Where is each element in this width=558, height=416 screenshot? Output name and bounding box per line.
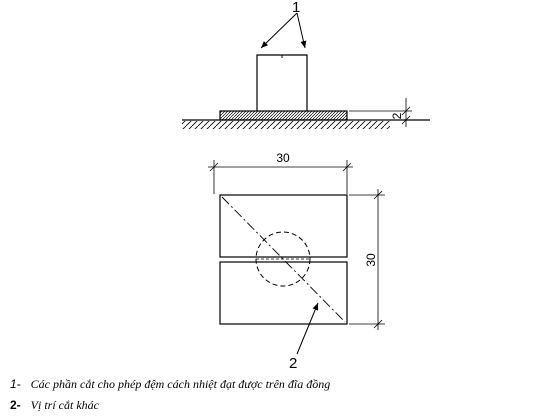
- side-view: 1 2: [182, 0, 430, 129]
- thickness-tick-bottom: [401, 115, 411, 125]
- callout-1-leader-right: [296, 12, 307, 49]
- width-dimension: 30: [276, 151, 290, 165]
- height-tick-top: [373, 190, 383, 200]
- legend-item-2-text: Vị trí cắt khác: [30, 398, 99, 412]
- legend-item-1: 1- Các phần cắt cho phép đệm cách nhiệt đ…: [10, 377, 330, 392]
- copper-plate: [219, 110, 348, 121]
- upper-cut-piece: [219, 194, 348, 258]
- height-dimension: 30: [364, 253, 378, 267]
- callout-2-leader: [296, 302, 319, 355]
- width-tick-right: [342, 162, 352, 172]
- legend-item-2-number: 2-: [10, 398, 21, 412]
- legend-item-2: 2- Vị trí cắt khác: [10, 398, 99, 413]
- callout-1-leader-left: [260, 12, 298, 49]
- thickness-dimension: 2: [390, 112, 404, 119]
- alternative-cut-line: [221, 196, 346, 323]
- height-tick-bottom: [373, 319, 383, 329]
- legend-item-1-number: 1-: [10, 377, 21, 391]
- thickness-tick-top: [401, 106, 411, 116]
- ground-hatching: [182, 121, 390, 129]
- width-tick-left: [209, 162, 219, 172]
- callout-2-label: 2: [289, 355, 297, 372]
- callout-1-label: 1: [292, 0, 300, 16]
- plan-view: 30 30 2: [208, 151, 385, 372]
- lower-cut-piece: [219, 261, 348, 325]
- legend-item-1-text: Các phần cắt cho phép đệm cách nhiệt đạt…: [30, 377, 331, 391]
- cut-pieces-profile: [256, 54, 308, 111]
